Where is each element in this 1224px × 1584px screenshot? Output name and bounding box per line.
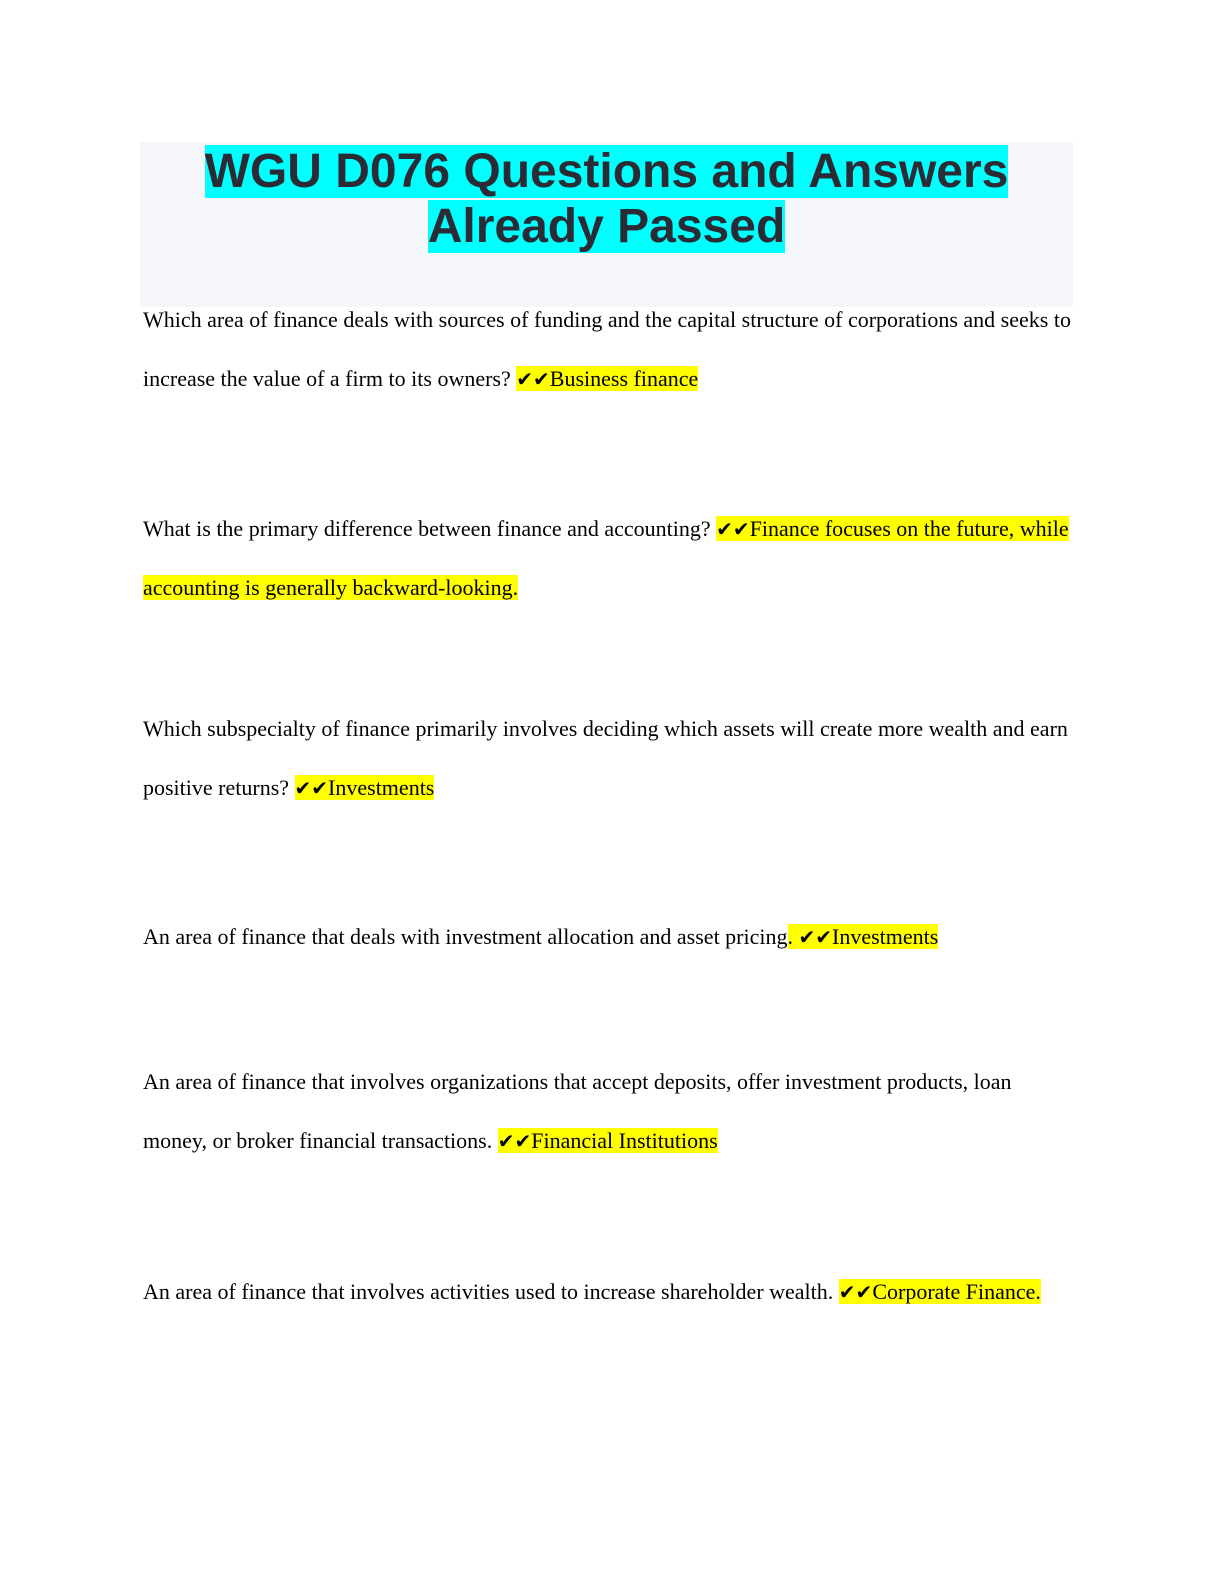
check-icon: ✔✔: [838, 1280, 873, 1304]
question: An area of finance that deals with inves…: [143, 924, 788, 949]
qa-item: An area of finance that involves activit…: [143, 1263, 1073, 1322]
check-icon: ✔✔: [716, 517, 750, 541]
answer: Business finance: [549, 365, 699, 391]
check-icon: ✔✔: [516, 366, 550, 391]
qa-item: Which subspecialty of finance primarily …: [143, 700, 1073, 817]
check-icon: ✔✔: [294, 775, 329, 800]
period: .: [787, 924, 799, 949]
check-icon: ✔✔: [497, 1128, 532, 1153]
qa-item: Which area of finance deals with sources…: [143, 291, 1073, 408]
question: Which area of finance deals with sources…: [143, 307, 1071, 391]
answer: Corporate Finance.: [872, 1279, 1041, 1304]
qa-item: What is the primary difference between f…: [143, 500, 1073, 617]
qa-item: An area of finance that involves organiz…: [143, 1053, 1073, 1170]
answer: Finance focuses on the future, while acc…: [143, 516, 1069, 600]
check-icon: ✔✔: [798, 925, 833, 949]
answer: Investments: [832, 924, 939, 949]
question: What is the primary difference between f…: [143, 516, 717, 541]
question: Which subspecialty of finance primarily …: [143, 716, 1068, 800]
answer: Financial Institutions: [531, 1127, 718, 1153]
question: An area of finance that involves organiz…: [143, 1069, 1012, 1153]
answer: Investments: [328, 774, 435, 800]
qa-item: An area of finance that deals with inves…: [143, 908, 1073, 967]
question: An area of finance that involves activit…: [143, 1279, 839, 1304]
